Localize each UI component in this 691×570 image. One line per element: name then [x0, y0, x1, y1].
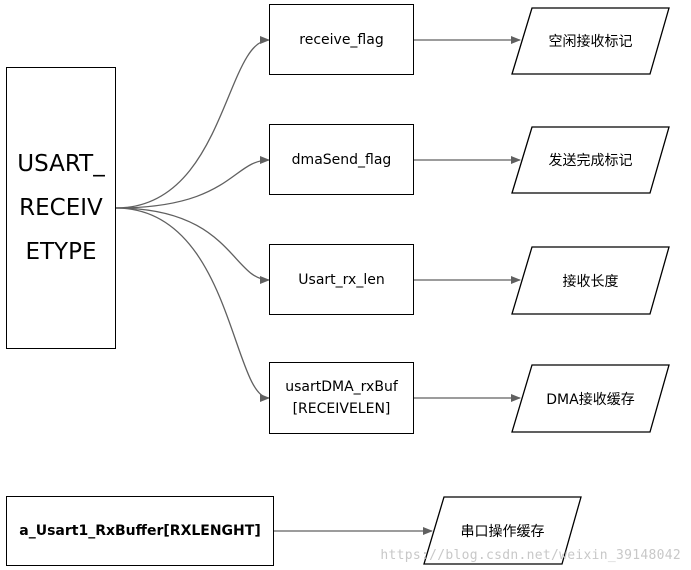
desc-buffer: 串口操作缓存	[424, 497, 581, 564]
watermark-text: https://blog.csdn.net/weixin_39148042	[380, 548, 681, 563]
edge-struct-usartdma-rxbuf	[115, 207, 270, 402]
edge-struct-usart-rx-len	[115, 207, 270, 284]
field-box-receive-flag: receive_flag	[269, 4, 414, 75]
parallelogram-dmasend-flag-desc	[511, 126, 670, 194]
desc-usart-rx-len: 接收长度	[512, 247, 669, 314]
desc-text: 发送完成标记	[548, 153, 633, 169]
struct-box: USART_ RECEIV ETYPE	[6, 67, 116, 349]
desc-receive-flag: 空闲接收标记	[512, 8, 669, 74]
buffer-name: a_Usart1_RxBuffer[RXLENGHT]	[19, 523, 261, 539]
parallelogram-usart-rx-len-desc	[511, 246, 670, 315]
struct-name-line-2: RECEIV	[19, 195, 103, 221]
parallelogram-buffer-desc	[423, 496, 582, 565]
edge-struct-dmasend-flag	[115, 156, 270, 209]
desc-text: 接收长度	[562, 273, 619, 290]
desc-dmasend-flag: 发送完成标记	[512, 127, 669, 193]
parallelogram-receive-flag-desc	[511, 7, 670, 75]
parallelogram-usartdma-rxbuf-desc	[511, 364, 670, 433]
field-box-usartdma-rxbuf: usartDMA_rxBuf [RECEIVELEN]	[269, 362, 414, 434]
edge-struct-receive-flag	[115, 36, 270, 209]
desc-text: DMA接收缓存	[546, 391, 635, 408]
desc-text: 空闲接收标记	[548, 34, 633, 50]
struct-name-line-3: ETYPE	[25, 239, 97, 265]
field-box-usart-rx-len: Usart_rx_len	[269, 244, 414, 315]
desc-usartdma-rxbuf: DMA接收缓存	[512, 365, 669, 432]
field-name-line-1: usartDMA_rxBuf	[285, 379, 398, 395]
field-name-line-2: [RECEIVELEN]	[292, 401, 391, 417]
desc-text: 串口操作缓存	[460, 523, 545, 540]
field-box-dmasend-flag: dmaSend_flag	[269, 124, 414, 195]
buffer-box: a_Usart1_RxBuffer[RXLENGHT]	[6, 496, 274, 566]
field-name: Usart_rx_len	[298, 271, 385, 288]
field-name: dmaSend_flag	[291, 151, 392, 168]
field-name: receive_flag	[299, 31, 384, 48]
struct-name-line-1: USART_	[17, 151, 105, 177]
